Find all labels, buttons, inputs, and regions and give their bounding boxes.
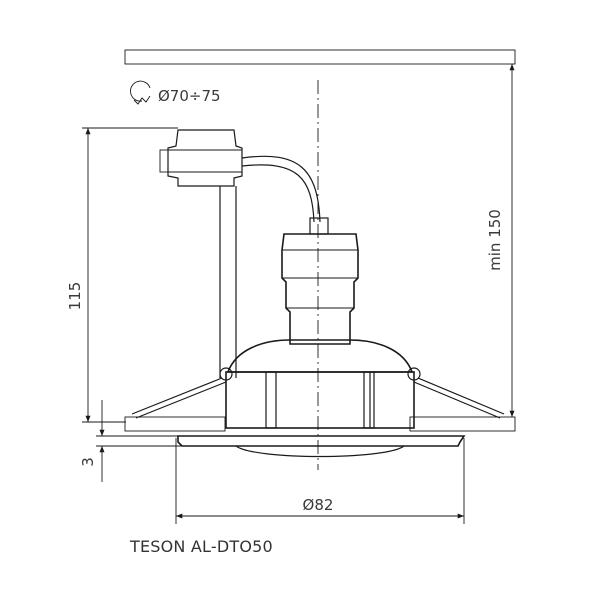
dimension-height: 115	[66, 127, 178, 423]
spring-clips	[131, 367, 505, 419]
upper-ceiling-slab	[124, 49, 516, 65]
cable	[241, 155, 321, 223]
terminal-block	[159, 129, 243, 378]
cutout-label: Ø70÷75	[158, 87, 221, 105]
diameter-label: Ø82	[303, 496, 334, 514]
hole-saw-icon	[130, 80, 151, 105]
min-space-label: min 150	[486, 209, 504, 271]
dimension-flange: 3	[79, 400, 182, 482]
ceiling-panel	[124, 416, 516, 432]
lamp-housing	[225, 339, 415, 429]
lamp-socket	[281, 217, 359, 345]
flange-label: 3	[79, 457, 97, 467]
dimension-min-space: min 150	[486, 64, 515, 417]
height-label: 115	[66, 282, 84, 311]
trim-ring	[177, 435, 466, 458]
dimension-diameter: Ø82	[175, 438, 465, 524]
product-title: TESON AL-DTO50	[129, 537, 273, 556]
